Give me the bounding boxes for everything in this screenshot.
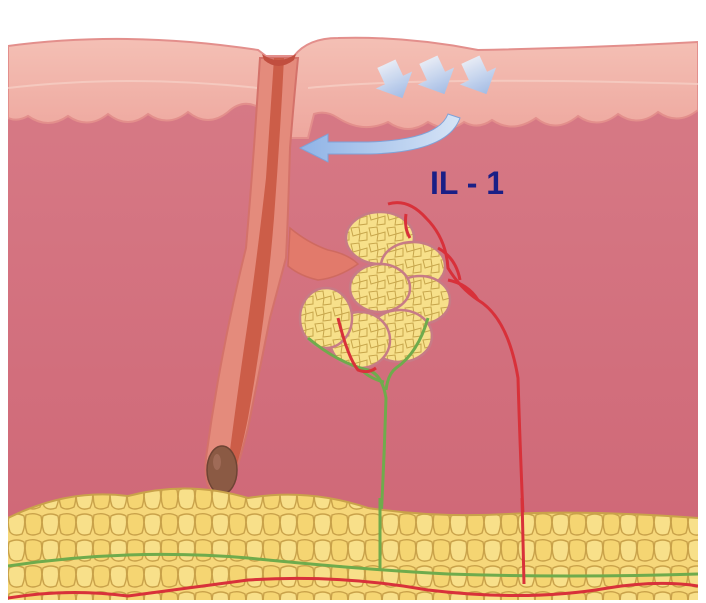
skin-cross-section-illustration: IL - 1 <box>8 18 698 600</box>
hair-bulb <box>207 446 237 494</box>
hair-bulb-highlight <box>213 454 221 470</box>
artery-vertical-in-fat <box>522 498 524 584</box>
il1-label: IL - 1 <box>430 165 504 201</box>
